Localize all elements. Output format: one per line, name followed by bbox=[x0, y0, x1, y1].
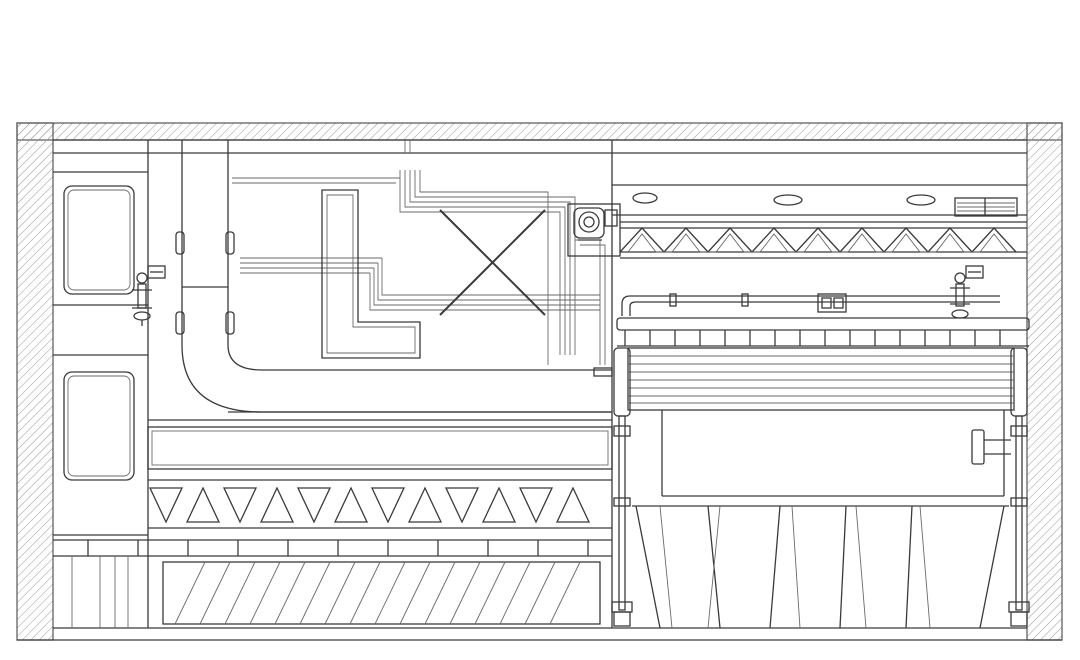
triangle-truss-band bbox=[147, 426, 613, 529]
camera-device bbox=[567, 203, 621, 257]
roller-shutter bbox=[627, 347, 1015, 497]
tapered-skirt bbox=[632, 505, 1009, 629]
diagonal-slat-panel bbox=[162, 561, 601, 625]
sprinkler-left bbox=[132, 265, 166, 326]
left-wall-panels bbox=[53, 171, 148, 536]
roller-bar bbox=[616, 317, 1030, 347]
support-post-right bbox=[971, 347, 1030, 627]
l-logo-sign bbox=[321, 189, 421, 359]
x-cross-mark bbox=[439, 209, 546, 316]
lower-left-base bbox=[53, 539, 612, 628]
sprinkler-right bbox=[950, 265, 984, 319]
support-post-left bbox=[611, 347, 633, 627]
mid-band bbox=[148, 411, 612, 421]
duct-with-elbow bbox=[175, 140, 612, 413]
outer-walls bbox=[16, 122, 1063, 641]
pipe-rail bbox=[621, 293, 1000, 316]
conduit-bundle bbox=[232, 140, 613, 377]
right-ceiling-lights bbox=[612, 184, 1027, 217]
ceiling-truss bbox=[619, 221, 1027, 259]
